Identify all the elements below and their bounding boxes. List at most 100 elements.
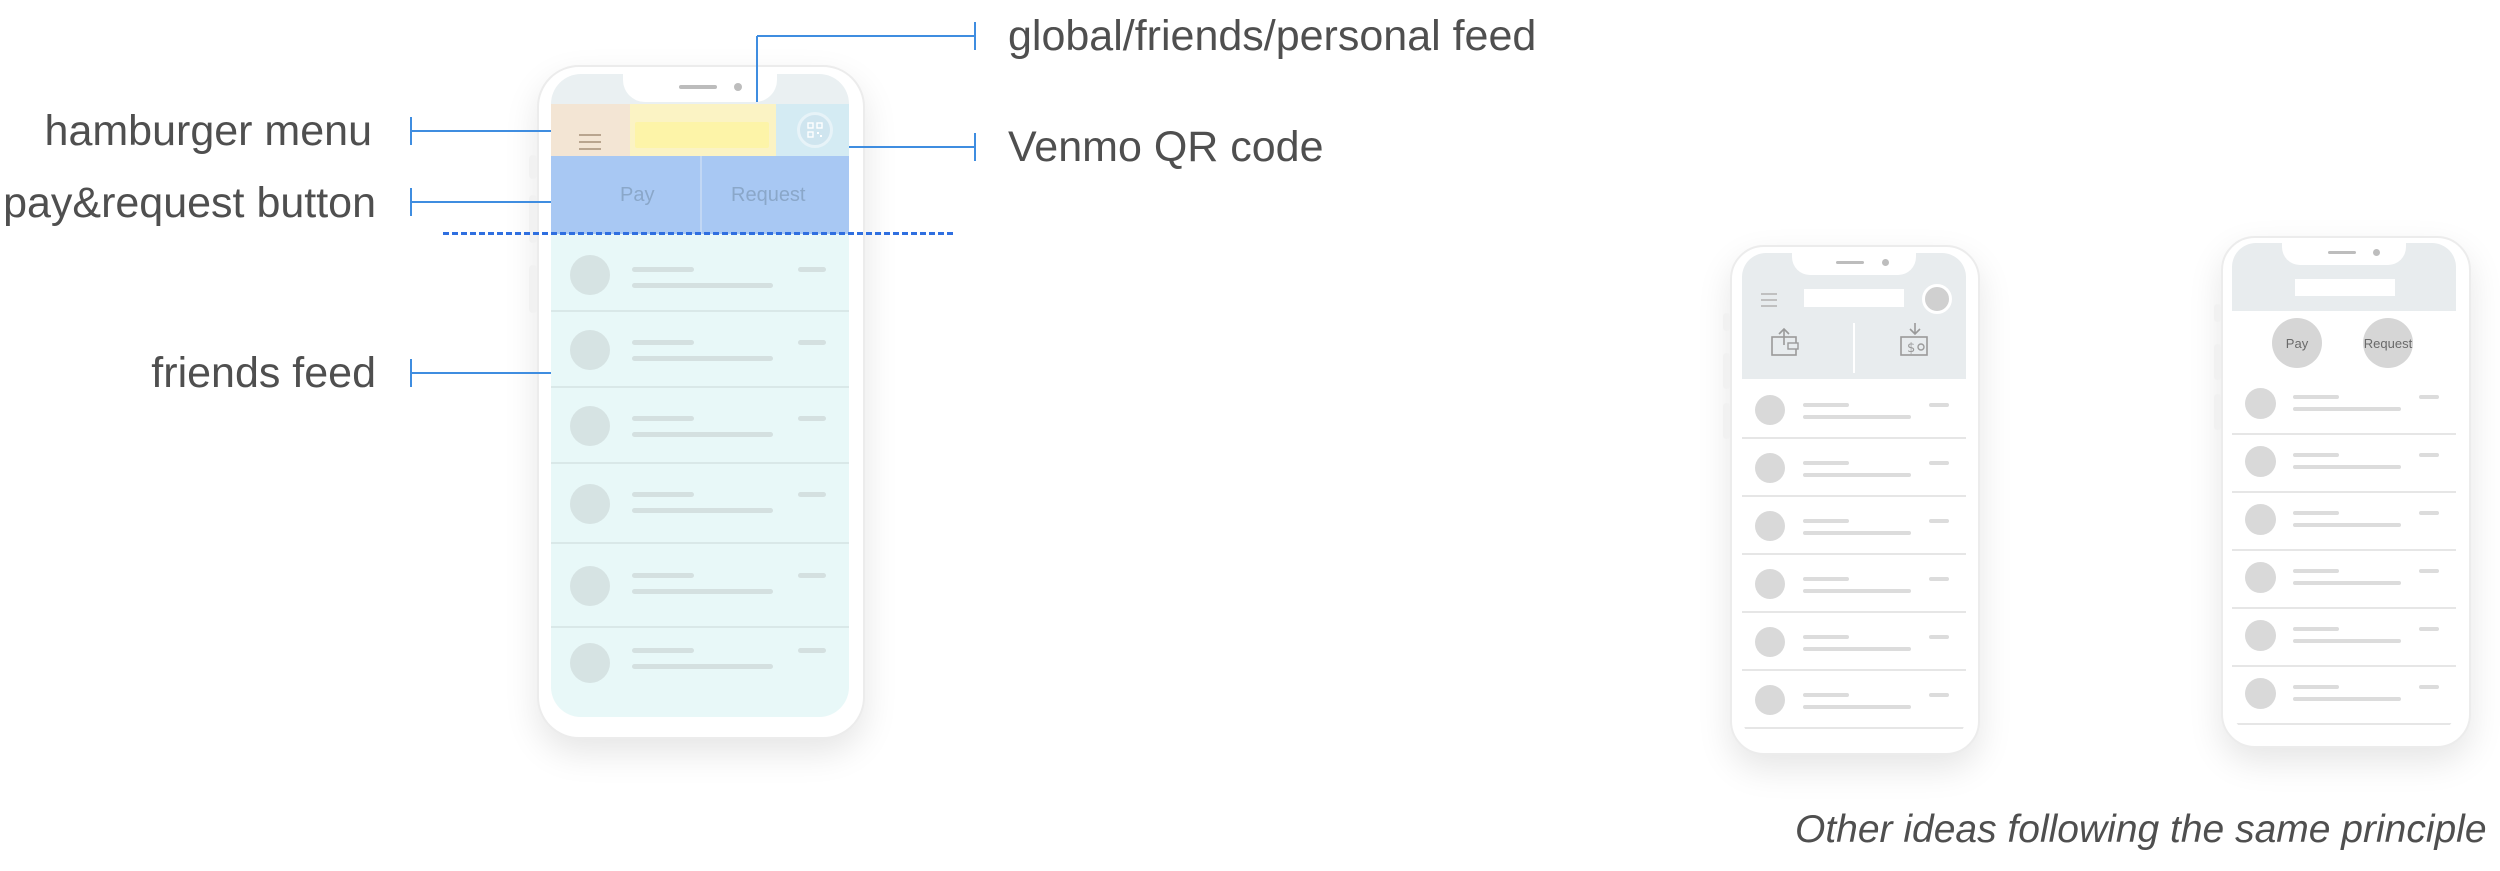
text-line <box>632 432 773 437</box>
text-line <box>632 648 694 653</box>
list-item[interactable] <box>2232 433 2456 493</box>
phone-side-button <box>529 195 537 243</box>
avatar <box>570 406 610 446</box>
text-line <box>1803 589 1911 593</box>
list-item[interactable] <box>1742 379 1966 439</box>
avatar <box>1755 685 1785 715</box>
hamburger-icon[interactable] <box>579 134 601 155</box>
text-line <box>1803 461 1849 465</box>
avatar <box>2245 504 2276 535</box>
request-icon[interactable]: $ <box>1898 321 1932 364</box>
pay-button[interactable]: Pay <box>2272 318 2322 368</box>
phone-notch <box>2282 243 2406 265</box>
avatar <box>1755 453 1785 483</box>
text-line <box>2419 395 2439 399</box>
avatar <box>1755 395 1785 425</box>
avatar <box>570 255 610 295</box>
text-line <box>2293 465 2401 469</box>
phone-speaker <box>1836 261 1864 264</box>
text-line <box>632 267 694 272</box>
phone-camera <box>1882 259 1889 266</box>
list-item[interactable] <box>1742 495 1966 555</box>
phone-side-button <box>2214 304 2221 322</box>
text-line <box>2293 627 2339 631</box>
list-item[interactable] <box>551 234 849 312</box>
phone-side-button <box>1723 313 1730 331</box>
list-item[interactable] <box>1742 669 1966 729</box>
avatar <box>570 330 610 370</box>
qr-code-icon[interactable] <box>1922 284 1952 314</box>
list-item[interactable] <box>1742 437 1966 497</box>
text-line <box>1803 531 1911 535</box>
avatar <box>1755 511 1785 541</box>
list-item[interactable] <box>1742 553 1966 613</box>
list-item[interactable] <box>2232 607 2456 667</box>
feed-switcher-field[interactable] <box>2295 279 2395 296</box>
list-item[interactable] <box>2232 549 2456 609</box>
list-item[interactable] <box>1742 611 1966 671</box>
text-line <box>1803 705 1911 709</box>
text-line <box>2419 511 2439 515</box>
pay-button-label: Pay <box>620 184 655 206</box>
annotation-qr-code: Venmo QR code <box>1008 123 1324 171</box>
alt-phone-1-screen: $ <box>1742 253 1966 741</box>
list-item[interactable] <box>551 462 849 544</box>
avatar <box>570 643 610 683</box>
avatar <box>2245 620 2276 651</box>
request-button[interactable]: Request <box>2363 318 2413 368</box>
text-line <box>798 416 826 421</box>
avatar <box>2245 388 2276 419</box>
text-line <box>632 508 773 513</box>
list-item[interactable] <box>2232 375 2456 435</box>
text-line <box>2419 627 2439 631</box>
text-line <box>1929 693 1949 697</box>
phone-side-button <box>1723 403 1730 439</box>
text-line <box>2419 453 2439 457</box>
list-item[interactable] <box>2232 491 2456 551</box>
hamburger-icon[interactable] <box>1761 293 1777 312</box>
phone-side-button <box>1723 353 1730 389</box>
text-line <box>2293 511 2339 515</box>
phone-side-button <box>2214 394 2221 430</box>
text-line <box>632 492 694 497</box>
text-line <box>1803 635 1849 639</box>
avatar <box>1755 627 1785 657</box>
list-item[interactable] <box>551 542 849 628</box>
text-line <box>2293 395 2339 399</box>
friends-feed <box>551 234 849 717</box>
pay-button[interactable] <box>551 156 702 234</box>
list-item[interactable] <box>551 310 849 388</box>
text-line <box>2293 685 2339 689</box>
text-line <box>798 267 826 272</box>
feed-switcher-field[interactable] <box>635 122 769 148</box>
text-line <box>2293 639 2401 643</box>
text-line <box>2293 407 2401 411</box>
avatar <box>1755 569 1785 599</box>
feed-switcher-field[interactable] <box>1804 289 1904 307</box>
text-line <box>632 664 773 669</box>
list-item[interactable] <box>551 626 849 702</box>
text-line <box>1929 635 1949 639</box>
phone-notch <box>1792 253 1916 275</box>
text-line <box>1803 473 1911 477</box>
request-button-label[interactable]: Request <box>731 184 806 206</box>
avatar <box>570 566 610 606</box>
annotation-friends-feed: friends feed <box>151 349 376 397</box>
qr-code-icon[interactable] <box>797 112 833 148</box>
pay-icon[interactable] <box>1770 325 1800 364</box>
text-line <box>1803 415 1911 419</box>
phone-camera <box>2373 249 2380 256</box>
caption: Other ideas following the same principle <box>1795 808 2487 851</box>
list-item[interactable] <box>2232 665 2456 725</box>
annotation-feed-switcher: global/friends/personal feed <box>1008 12 1537 60</box>
text-line <box>1803 647 1911 651</box>
avatar <box>570 484 610 524</box>
list-item[interactable] <box>551 386 849 464</box>
text-line <box>2419 569 2439 573</box>
phone-speaker <box>679 85 717 89</box>
phone-side-button <box>529 155 537 179</box>
svg-text:$: $ <box>1907 341 1915 356</box>
avatar <box>2245 562 2276 593</box>
feed-list <box>1742 379 1966 741</box>
text-line <box>798 573 826 578</box>
